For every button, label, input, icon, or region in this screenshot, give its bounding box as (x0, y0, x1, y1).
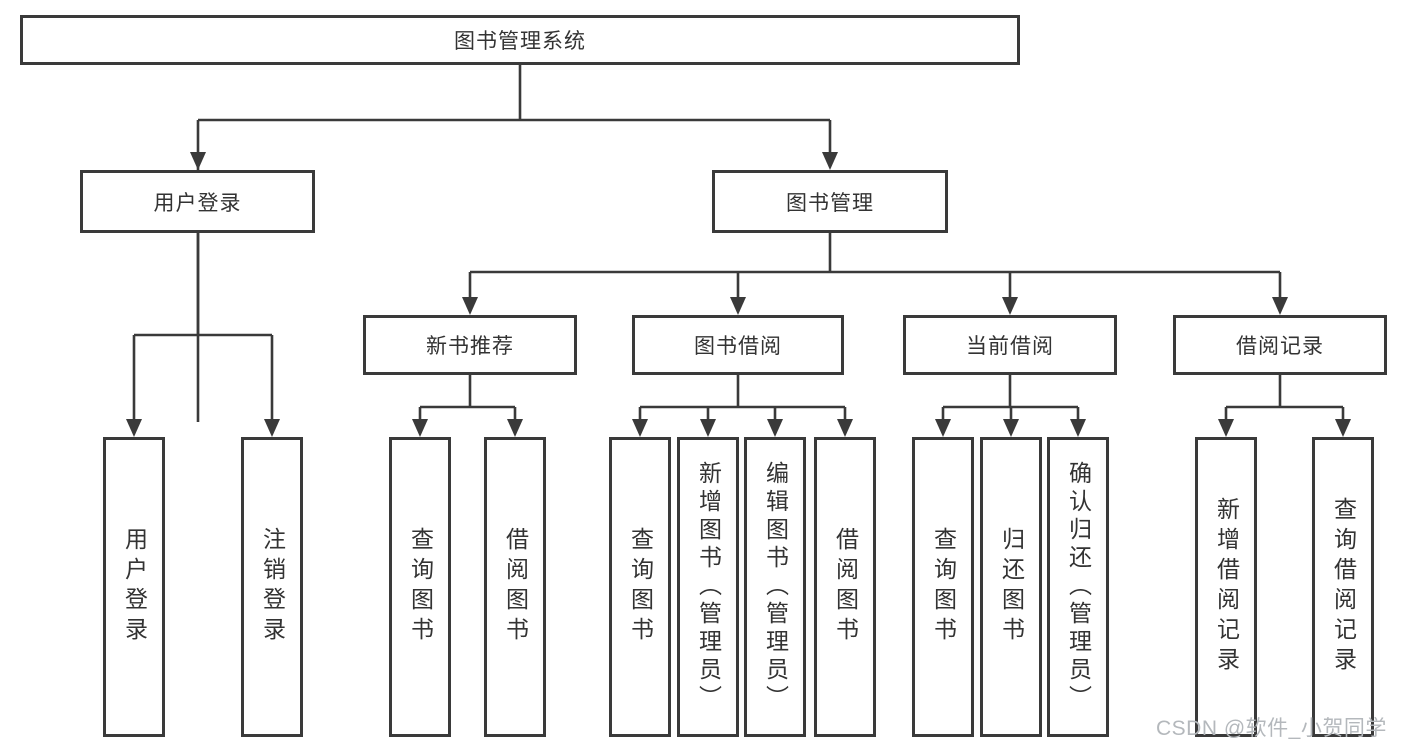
node-book-borrow-label: 图书借阅 (694, 335, 782, 358)
connector-records (1224, 375, 1345, 421)
connector-borrow (638, 375, 847, 421)
node-book-borrow: 图书借阅 (632, 315, 844, 375)
node-root-label: 图书管理系统 (454, 30, 586, 53)
node-borrow-books: 借阅图书 (814, 437, 876, 737)
node-add-book-admin-label: 新增图书（管理员） (695, 461, 722, 713)
node-add-borrow-record: 新增借阅记录 (1195, 437, 1257, 737)
node-edit-book-admin: 编辑图书（管理员） (744, 437, 806, 737)
node-new-book-recommend-label: 新书推荐 (426, 335, 514, 358)
node-user-login-branch-label: 用户登录 (153, 191, 242, 215)
node-confirm-return-admin-label: 确认归还（管理员） (1065, 461, 1092, 713)
node-new-book-recommend: 新书推荐 (363, 315, 577, 375)
node-logout-login: 注销登录 (241, 437, 303, 737)
node-return-book: 归还图书 (980, 437, 1042, 737)
node-edit-book-admin-label: 编辑图书（管理员） (762, 461, 789, 713)
node-logout-login-label: 注销登录 (259, 527, 286, 647)
node-user-login-label: 用户登录 (121, 527, 148, 647)
connector-login (132, 233, 274, 421)
node-borrow-books-label: 借阅图书 (832, 527, 859, 647)
node-user-login-branch: 用户登录 (80, 170, 315, 233)
node-query-borrow-record-label: 查询借阅记录 (1330, 497, 1357, 677)
node-current-borrow: 当前借阅 (903, 315, 1117, 375)
node-book-mgmt-branch-label: 图书管理 (786, 191, 874, 215)
node-query-books-borrow-label: 查询图书 (627, 527, 654, 647)
node-borrow-records: 借阅记录 (1173, 315, 1387, 375)
node-confirm-return-admin: 确认归还（管理员） (1047, 437, 1109, 737)
node-borrow-books-recommend: 借阅图书 (484, 437, 546, 737)
node-current-borrow-label: 当前借阅 (966, 335, 1054, 358)
node-query-books-recommend-label: 查询图书 (407, 527, 434, 647)
connector-recommend (418, 375, 517, 421)
node-query-books-borrow: 查询图书 (609, 437, 671, 737)
node-add-book-admin: 新增图书（管理员） (677, 437, 739, 737)
node-user-login: 用户登录 (103, 437, 165, 737)
node-add-borrow-record-label: 新增借阅记录 (1213, 497, 1240, 677)
node-query-books-current-label: 查询图书 (930, 527, 957, 647)
node-root: 图书管理系统 (20, 15, 1020, 65)
node-return-book-label: 归还图书 (998, 527, 1025, 647)
csdn-watermark: CSDN @软件_小贺同学 (1156, 717, 1387, 740)
node-borrow-records-label: 借阅记录 (1236, 335, 1324, 358)
connector-mgmt (468, 233, 1282, 299)
node-borrow-books-recommend-label: 借阅图书 (502, 527, 529, 647)
connector-current (941, 375, 1080, 421)
node-book-mgmt-branch: 图书管理 (712, 170, 948, 233)
node-query-books-current: 查询图书 (912, 437, 974, 737)
node-query-books-recommend: 查询图书 (389, 437, 451, 737)
node-query-borrow-record: 查询借阅记录 (1312, 437, 1374, 737)
